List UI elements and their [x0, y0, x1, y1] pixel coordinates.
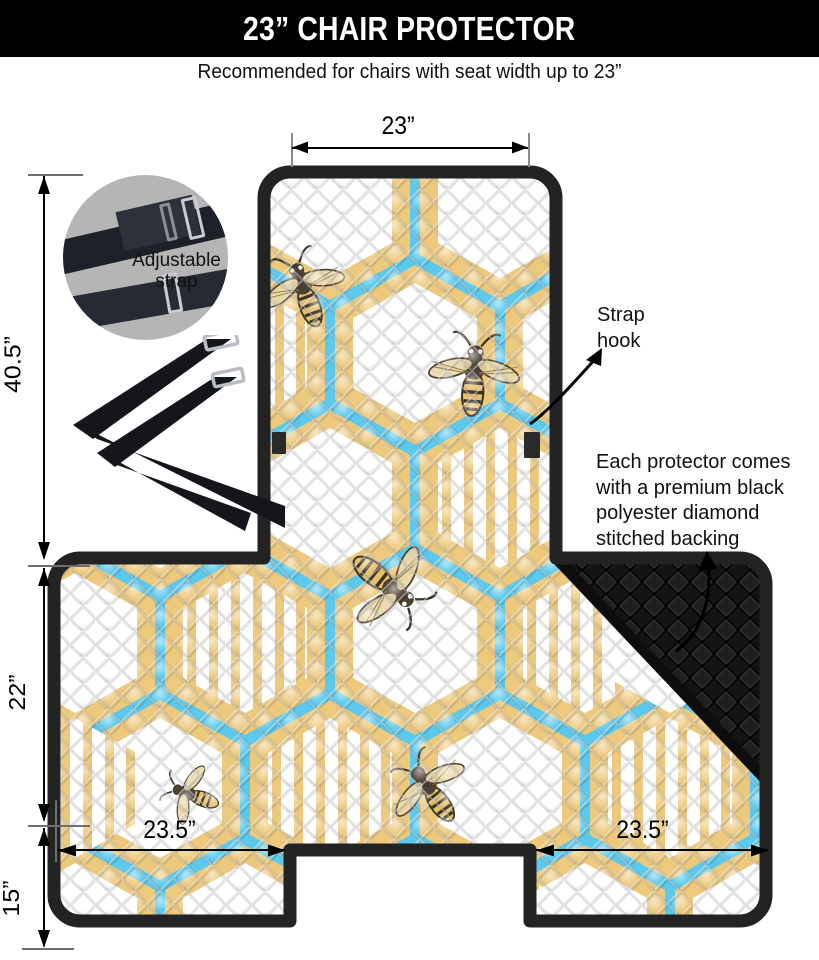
dim-top-arrows	[292, 141, 528, 154]
backing-line1: Each protector comes	[596, 451, 791, 473]
dim-405-line	[43, 176, 46, 558]
dim-15-arrows	[38, 828, 50, 948]
backing-line2: with a premium black	[596, 476, 784, 499]
strap-buckle-2	[210, 366, 246, 389]
inset-label: Adjustable strap	[129, 250, 224, 292]
dim-405-label: 40.5”	[0, 336, 26, 393]
dim-bl-line	[58, 849, 285, 852]
backing-arrow	[675, 551, 717, 653]
backing-line3: polyester diamond	[596, 502, 760, 525]
strap-band-1	[73, 339, 231, 439]
ext-top-left	[291, 133, 293, 167]
dim-15-line	[43, 828, 46, 946]
loose-straps	[73, 335, 285, 531]
backing-line4: stitched backing	[596, 527, 740, 550]
header-subtitle: Recommended for chairs with seat width u…	[197, 60, 622, 83]
strap-hook-tab-left	[272, 432, 286, 454]
dim-br-arrows	[536, 844, 769, 857]
ext-left-top	[28, 174, 83, 176]
strap-hook-line1: Strap	[597, 304, 645, 326]
dim-br-line	[536, 849, 768, 852]
strap-hook-arrow	[529, 348, 602, 426]
ext-left-mid	[28, 565, 90, 567]
strap-band-2	[75, 423, 285, 528]
strap-band-3	[97, 377, 237, 467]
ext-left-bot-bottom	[22, 948, 74, 950]
strap-hook-tab	[524, 432, 540, 458]
adjustable-strap-inset: Adjustable strap	[63, 175, 228, 340]
strap-band-4	[99, 451, 251, 531]
dim-405-arrows	[38, 176, 50, 560]
dim-22-line	[43, 568, 46, 820]
dim-15-label: 15”	[0, 880, 25, 917]
chair-protector-illustration	[47, 165, 773, 928]
dim-bl-arrows	[58, 844, 286, 857]
page-title: 23” CHAIR PROTECTOR	[243, 9, 576, 47]
ext-top-right	[528, 133, 530, 167]
inset-label-line1: Adjustable	[132, 250, 221, 271]
dim-22-arrows	[38, 568, 50, 822]
dim-22-label: 22”	[4, 674, 31, 711]
dim-br-label: 23.5”	[616, 816, 669, 844]
strap-hook-annotation: Strap hook	[597, 303, 645, 354]
dim-bl-label: 23.5”	[143, 816, 196, 844]
dim-top-label: 23”	[381, 112, 415, 140]
inset-label-line2: strap	[155, 270, 198, 292]
ext-bl	[55, 800, 57, 862]
dim-top-line	[292, 146, 528, 149]
header-bar: 23” CHAIR PROTECTOR	[0, 0, 819, 57]
ext-left-bot-top	[28, 825, 90, 827]
strap-hook-line2: hook	[597, 329, 641, 352]
protector-outline	[47, 165, 773, 928]
strap-buckle-1	[202, 335, 240, 352]
backing-annotation: Each protector comes with a premium blac…	[596, 450, 806, 552]
